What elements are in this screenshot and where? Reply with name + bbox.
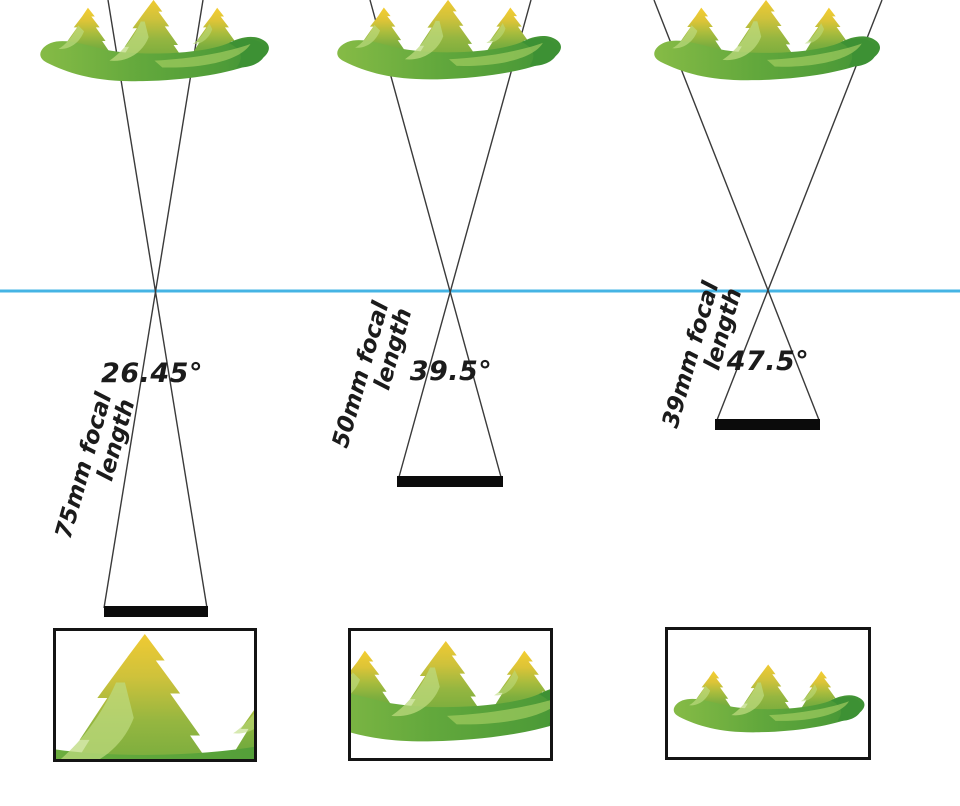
photo-mountain-wide (671, 661, 867, 739)
angle-label: 47.5° (726, 346, 810, 377)
sensor-bar (104, 606, 208, 617)
photo-frame-39mm (665, 627, 871, 760)
light-ray (103, 0, 204, 609)
angle-label: 39.5° (409, 356, 493, 387)
photo-mountain-telephoto (53, 628, 257, 762)
photo-frame-50mm (348, 628, 553, 761)
light-ray (716, 0, 883, 421)
photo-mountain-normal (348, 636, 553, 751)
mountain-scene (37, 0, 272, 89)
light-ray (369, 0, 502, 478)
mountain-scene (334, 0, 564, 87)
sensor-bar (715, 419, 820, 430)
angle-label: 26.45° (101, 358, 203, 389)
photo-frame-75mm (53, 628, 257, 762)
mountain-scene (651, 0, 883, 88)
sensor-bar (397, 476, 503, 487)
light-ray (107, 0, 208, 609)
light-ray (398, 0, 532, 478)
